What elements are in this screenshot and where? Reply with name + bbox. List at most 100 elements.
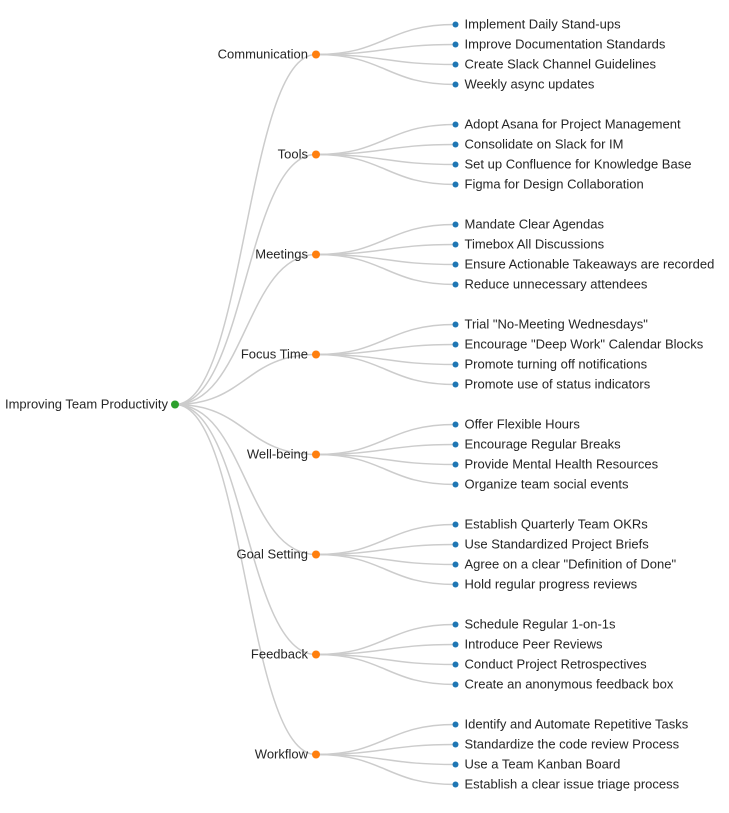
leaf-node-label: Weekly async updates bbox=[464, 76, 595, 92]
tree-link bbox=[174, 353, 317, 406]
leaf-collapse-dot[interactable] bbox=[452, 341, 459, 348]
leaf-collapse-dot[interactable] bbox=[452, 21, 459, 28]
leaf-node-label: Conduct Project Retrospectives bbox=[464, 656, 647, 672]
leaf-node-label: Promote use of status indicators bbox=[464, 376, 651, 392]
leaf-collapse-dot[interactable] bbox=[452, 741, 459, 748]
leaf-collapse-dot[interactable] bbox=[452, 281, 459, 288]
branch-node-label: Tools bbox=[277, 146, 308, 162]
leaf-node-label: Organize team social events bbox=[464, 476, 629, 492]
leaf-node-label: Introduce Peer Reviews bbox=[464, 636, 603, 652]
tree-link bbox=[315, 653, 456, 686]
leaf-collapse-dot[interactable] bbox=[452, 621, 459, 628]
tree-link bbox=[315, 553, 456, 586]
branch-collapse-dot[interactable] bbox=[312, 450, 320, 459]
tree-link bbox=[315, 223, 456, 256]
leaf-collapse-dot[interactable] bbox=[452, 681, 459, 688]
branch-node-label: Workflow bbox=[254, 746, 308, 762]
leaf-node-label: Implement Daily Stand-ups bbox=[464, 16, 621, 32]
leaf-node-label: Hold regular progress reviews bbox=[464, 576, 638, 592]
leaf-node-label: Establish a clear issue triage process bbox=[464, 776, 680, 792]
tree-link bbox=[174, 153, 317, 406]
leaf-collapse-dot[interactable] bbox=[452, 141, 459, 148]
branch-collapse-dot[interactable] bbox=[312, 750, 320, 759]
leaf-collapse-dot[interactable] bbox=[452, 481, 459, 488]
leaf-collapse-dot[interactable] bbox=[452, 181, 459, 188]
leaf-collapse-dot[interactable] bbox=[452, 761, 459, 768]
tree-link bbox=[315, 23, 456, 56]
leaf-collapse-dot[interactable] bbox=[452, 521, 459, 528]
tree-link bbox=[315, 423, 456, 456]
branch-collapse-dot[interactable] bbox=[312, 650, 320, 659]
branch-node-label: Meetings bbox=[255, 246, 308, 262]
leaf-collapse-dot[interactable] bbox=[452, 81, 459, 88]
leaf-node-label: Figma for Design Collaboration bbox=[464, 176, 644, 192]
tree-link bbox=[315, 753, 456, 786]
leaf-collapse-dot[interactable] bbox=[452, 121, 459, 128]
leaf-collapse-dot[interactable] bbox=[452, 241, 459, 248]
leaf-node-label: Identify and Automate Repetitive Tasks bbox=[464, 716, 689, 732]
leaf-collapse-dot[interactable] bbox=[452, 561, 459, 568]
leaf-collapse-dot[interactable] bbox=[452, 441, 459, 448]
tree-link bbox=[174, 403, 317, 656]
branch-collapse-dot[interactable] bbox=[312, 550, 320, 559]
leaf-collapse-dot[interactable] bbox=[452, 261, 459, 268]
leaf-node-label: Create an anonymous feedback box bbox=[464, 676, 674, 692]
tree-link bbox=[174, 53, 317, 406]
leaf-collapse-dot[interactable] bbox=[452, 641, 459, 648]
leaf-collapse-dot[interactable] bbox=[452, 361, 459, 368]
leaf-node-label: Use a Team Kanban Board bbox=[464, 756, 621, 772]
tree-link bbox=[315, 253, 456, 286]
leaf-collapse-dot[interactable] bbox=[452, 541, 459, 548]
leaf-collapse-dot[interactable] bbox=[452, 321, 459, 328]
leaf-node-label: Timebox All Discussions bbox=[464, 236, 605, 252]
tree-link bbox=[315, 343, 456, 356]
leaf-node-label: Use Standardized Project Briefs bbox=[464, 536, 649, 552]
branch-node-label: Goal Setting bbox=[236, 546, 308, 562]
branch-collapse-dot[interactable] bbox=[312, 50, 320, 59]
leaf-collapse-dot[interactable] bbox=[452, 61, 459, 68]
leaf-node-label: Consolidate on Slack for IM bbox=[464, 136, 624, 152]
leaf-collapse-dot[interactable] bbox=[452, 721, 459, 728]
tree-link bbox=[315, 53, 456, 86]
leaf-node-label: Agree on a clear "Definition of Done" bbox=[464, 556, 677, 572]
tree-link bbox=[174, 403, 317, 756]
tree-link bbox=[315, 623, 456, 656]
leaf-node-label: Schedule Regular 1-on-1s bbox=[464, 616, 616, 632]
tree-link bbox=[315, 723, 456, 756]
leaf-node-label: Create Slack Channel Guidelines bbox=[464, 56, 657, 72]
tree-link bbox=[174, 403, 317, 556]
leaf-collapse-dot[interactable] bbox=[452, 661, 459, 668]
branch-node-label: Feedback bbox=[250, 646, 308, 662]
root-node-label: Improving Team Productivity bbox=[4, 396, 168, 412]
leaf-node-label: Offer Flexible Hours bbox=[464, 416, 580, 432]
leaf-node-label: Ensure Actionable Takeaways are recorded bbox=[464, 256, 715, 272]
root-collapse-dot[interactable] bbox=[171, 400, 179, 409]
leaf-collapse-dot[interactable] bbox=[452, 161, 459, 168]
branch-collapse-dot[interactable] bbox=[312, 250, 320, 259]
tree-link bbox=[315, 543, 456, 556]
branch-node-label: Communication bbox=[217, 46, 308, 62]
leaf-collapse-dot[interactable] bbox=[452, 461, 459, 468]
tree-link bbox=[174, 253, 317, 406]
leaf-node-label: Reduce unnecessary attendees bbox=[464, 276, 648, 292]
tree-link bbox=[315, 153, 456, 186]
tree-link bbox=[315, 743, 456, 756]
leaf-collapse-dot[interactable] bbox=[452, 41, 459, 48]
branch-collapse-dot[interactable] bbox=[312, 350, 320, 359]
leaf-node-label: Promote turning off notifications bbox=[464, 356, 648, 372]
branch-node-label: Well-being bbox=[246, 446, 308, 462]
leaf-node-label: Establish Quarterly Team OKRs bbox=[464, 516, 648, 532]
leaf-node-label: Provide Mental Health Resources bbox=[464, 456, 659, 472]
leaf-collapse-dot[interactable] bbox=[452, 581, 459, 588]
tree-link bbox=[315, 43, 456, 56]
leaf-collapse-dot[interactable] bbox=[452, 421, 459, 428]
leaf-collapse-dot[interactable] bbox=[452, 221, 459, 228]
tree-link bbox=[315, 353, 456, 386]
leaf-collapse-dot[interactable] bbox=[452, 781, 459, 788]
branch-collapse-dot[interactable] bbox=[312, 150, 320, 159]
leaf-collapse-dot[interactable] bbox=[452, 381, 459, 388]
tree-link bbox=[315, 123, 456, 156]
